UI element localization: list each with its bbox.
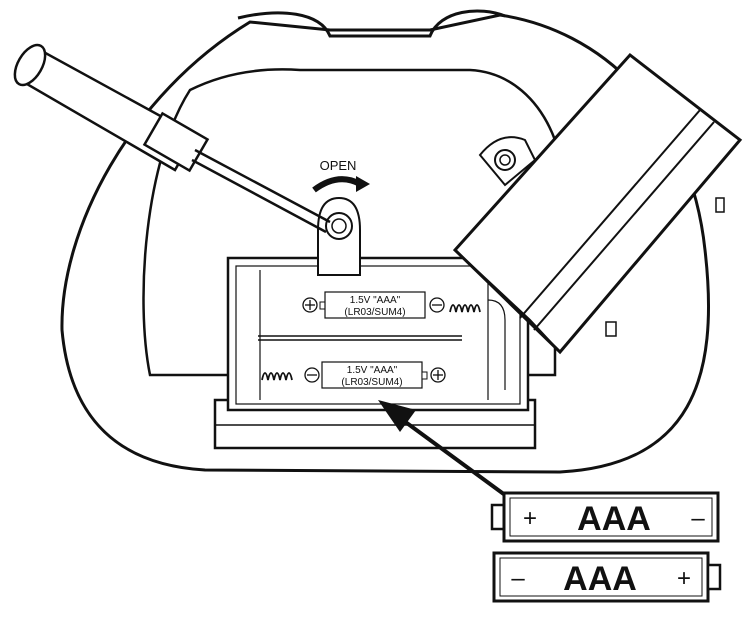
battery-2-left-sign: – <box>511 565 525 592</box>
battery-1-label: AAA <box>577 500 651 538</box>
slot-top-label-line1: 1.5V "AAA" <box>350 295 401 306</box>
battery-aaa-1: + AAA – <box>490 491 720 543</box>
slot-top-label-line2: (LR03/SUM4) <box>344 307 405 318</box>
battery-aaa-2: – AAA + <box>492 551 722 603</box>
open-label: OPEN <box>320 158 357 173</box>
slot-bottom: 1.5V "AAA" (LR03/SUM4) <box>261 361 446 389</box>
slot-bottom-label-line2: (LR03/SUM4) <box>341 377 402 388</box>
battery-2-right-sign: + <box>677 565 691 592</box>
battery-1-right-sign: – <box>691 505 705 532</box>
battery-1-left-sign: + <box>523 505 537 532</box>
battery-2-label: AAA <box>563 560 637 598</box>
slot-top: 1.5V "AAA" (LR03/SUM4) <box>302 291 481 319</box>
battery-cover-removed <box>452 52 743 355</box>
spring-top <box>449 304 481 313</box>
screwdriver-icon <box>13 43 331 234</box>
slot-bottom-label-line1: 1.5V "AAA" <box>347 365 398 376</box>
insert-arrow-icon <box>378 400 507 497</box>
spring-bottom <box>261 372 293 381</box>
device-top-notch <box>237 9 506 38</box>
